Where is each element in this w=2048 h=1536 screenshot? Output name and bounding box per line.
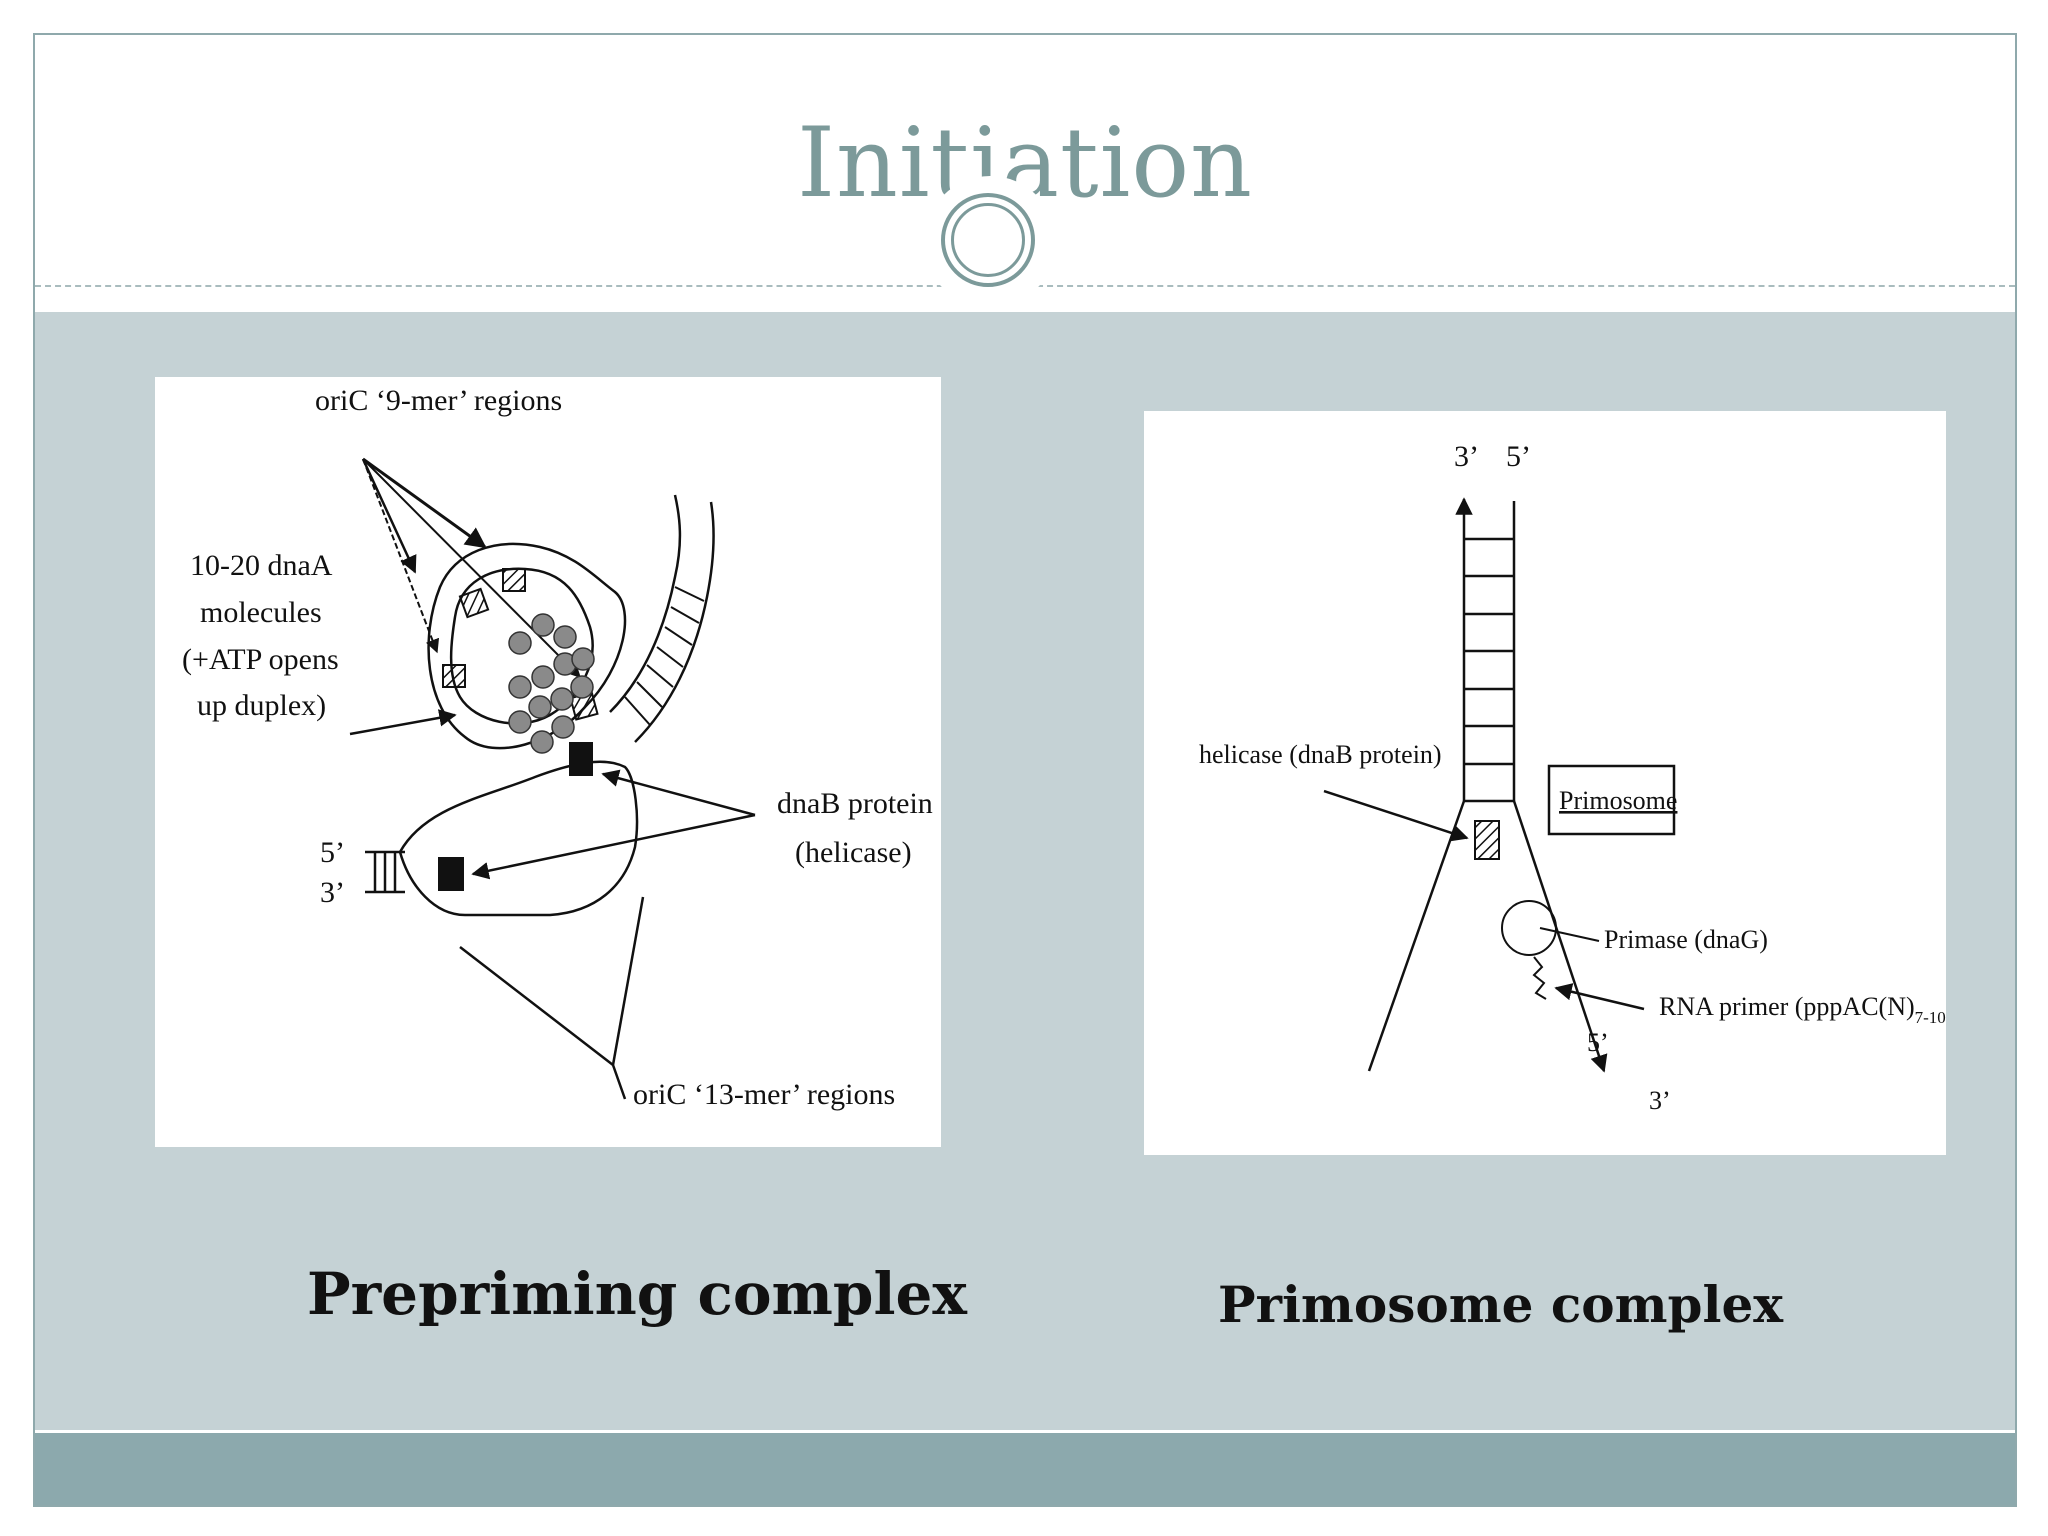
bottom-three-prime-label: 3’ [1649, 1086, 1671, 1115]
dnaA-molecules [508, 613, 595, 754]
duplex-rungs [373, 852, 397, 892]
thirteen-mer-line-3 [611, 1064, 627, 1100]
prepriming-svg: oriC ‘9-mer’ regions 10-20 dnaA molecule… [182, 384, 933, 1111]
nine-mer-arrow-4 [362, 458, 581, 678]
three-prime-label: 3’ [320, 876, 345, 909]
fork-left-arm [1367, 800, 1466, 1072]
primosome-diagram: 3’ 5’ helicase (dnaB protein) [1144, 411, 1946, 1155]
dnaA-molecule [528, 695, 552, 719]
nine-mer-box-1 [458, 587, 490, 619]
dnaB-square-upper [569, 742, 593, 776]
ladder-rungs [1464, 537, 1514, 803]
primosome-box-label: Primosome [1559, 786, 1677, 815]
thirteen-mer-line-1 [459, 946, 614, 1066]
dnaA-label-line2: molecules [200, 596, 322, 629]
rna-primer-squiggle [1532, 956, 1547, 1000]
primosome-caption: Primosome complex [1218, 1275, 1784, 1334]
dnaA-label-line3: (+ATP opens [182, 643, 339, 676]
nine-mer-box-3 [442, 664, 466, 688]
top-five-prime-label: 5’ [1506, 440, 1531, 473]
title-ornament-ring-inner [951, 203, 1025, 277]
nine-mer-arrow-3 [362, 458, 440, 654]
title-ornament-ring-outer [941, 193, 1035, 287]
dnaA-arrow [349, 709, 457, 736]
primase-circle [1501, 900, 1557, 956]
nine-mer-arrow-2 [362, 457, 487, 549]
dnaA-molecule [551, 715, 575, 739]
five-prime-label: 5’ [320, 836, 345, 869]
dnaA-molecule [530, 730, 554, 754]
prepriming-diagram: oriC ‘9-mer’ regions 10-20 dnaA molecule… [155, 377, 941, 1147]
dnaA-molecule [553, 625, 577, 649]
upper-bubble-outer [427, 542, 627, 750]
right-arm-rungs [624, 586, 705, 726]
thirteen-mer-label: oriC ‘13-mer’ regions [633, 1078, 895, 1111]
primosome-svg: 3’ 5’ helicase (dnaB protein) [1199, 440, 1946, 1115]
dnaA-molecule [508, 675, 532, 699]
top-three-prime-label: 3’ [1454, 440, 1479, 473]
nine-mer-arrow-1 [361, 458, 417, 574]
nine-mer-box-2 [502, 568, 526, 592]
fork-right-arm [1512, 800, 1608, 1073]
dnaB-arrow-lower [471, 813, 756, 880]
dnaA-molecule [571, 647, 595, 671]
rna-primer-text: RNA primer (pppAC(N) [1659, 992, 1915, 1021]
dnaA-molecule [570, 675, 594, 699]
right-arm-strand-1 [609, 494, 682, 713]
rna-primer-label: RNA primer (pppAC(N)7-10) [1659, 992, 1946, 1027]
dnaB-square-lower [438, 857, 464, 891]
primosome-box [1547, 764, 1676, 836]
dnaA-molecule [531, 665, 555, 689]
dnaA-molecule [508, 710, 532, 734]
prepriming-caption: Prepriming complex [307, 1260, 967, 1328]
helicase-arrow [1323, 789, 1469, 842]
dnaA-molecule [508, 631, 532, 655]
dnaB-arrow-upper [601, 769, 756, 817]
primase-pointer [1539, 927, 1600, 942]
dnaB-label-line1: dnaB protein [777, 787, 933, 820]
nine-mer-label: oriC ‘9-mer’ regions [315, 384, 562, 417]
bottom-five-prime-label: 5’ [1587, 1028, 1609, 1057]
thirteen-mer-line-2 [611, 896, 645, 1066]
primase-label: Primase (dnaG) [1604, 925, 1768, 954]
helicase-label: helicase (dnaB protein) [1199, 740, 1442, 769]
lower-bubble [398, 760, 639, 917]
helicase-box [1474, 820, 1500, 860]
dnaA-label-line1: 10-20 dnaA [190, 549, 333, 582]
right-arm-strand-2 [634, 501, 715, 743]
rna-primer-subscript: 7-10 [1915, 1008, 1946, 1027]
dnaB-label-line2: (helicase) [795, 836, 912, 869]
dnaA-label-line4: up duplex) [197, 689, 326, 722]
footer-band [35, 1433, 2015, 1505]
rna-primer-arrow [1554, 983, 1645, 1011]
dnaA-molecule [550, 687, 574, 711]
dnaA-molecule [531, 613, 555, 637]
